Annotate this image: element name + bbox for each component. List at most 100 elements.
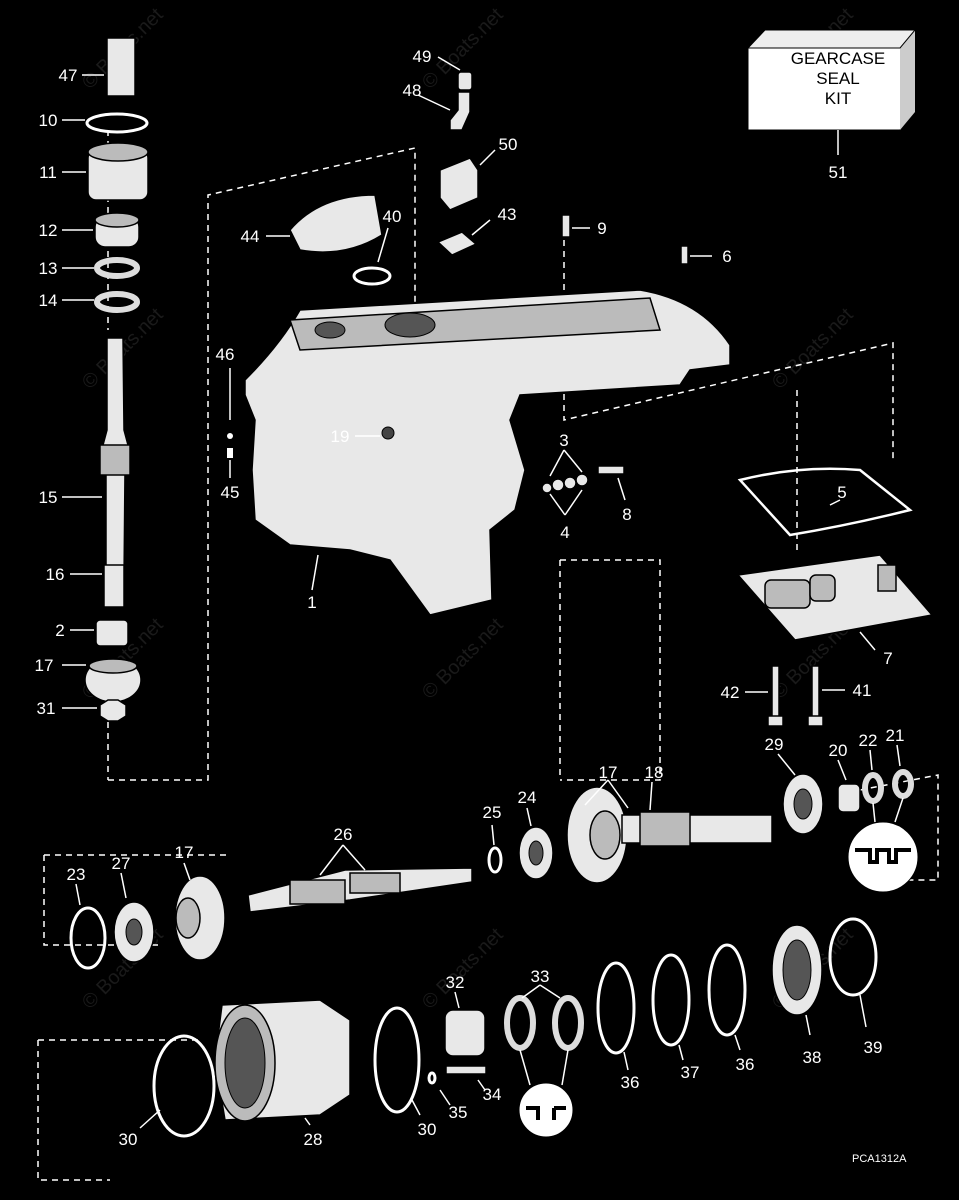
callout-5: 5 xyxy=(837,483,846,502)
part-8-screw xyxy=(597,465,625,475)
part-44-cover xyxy=(289,194,383,253)
callout-46: 46 xyxy=(216,345,235,364)
kit-line-2: SEAL xyxy=(816,69,859,88)
callout-35: 35 xyxy=(449,1103,468,1122)
callout-39: 39 xyxy=(864,1038,883,1057)
part-35-washer xyxy=(427,1071,437,1085)
callout-23: 23 xyxy=(67,865,86,884)
part-23-ring xyxy=(69,906,107,970)
part-22-seal xyxy=(862,772,884,804)
callout-41: 41 xyxy=(853,681,872,700)
callout-38: 38 xyxy=(803,1048,822,1067)
callout-6: 6 xyxy=(722,247,731,266)
callout-9: 9 xyxy=(597,219,606,238)
callout-10: 10 xyxy=(39,111,58,130)
fasteners: 3 4 8 xyxy=(541,431,632,542)
callout-43: 43 xyxy=(498,205,517,224)
callout-11: 11 xyxy=(39,163,57,182)
watermark: © Boats.net xyxy=(768,304,858,394)
callout-17-forward: 17 xyxy=(599,763,618,782)
callout-7: 7 xyxy=(883,649,892,668)
callout-30-left: 30 xyxy=(119,1130,138,1149)
callout-16: 16 xyxy=(46,565,65,584)
callout-51: 51 xyxy=(829,163,848,182)
callout-12: 12 xyxy=(39,221,58,240)
propshaft-row: 29 20 22 21 17 18 24 2 xyxy=(67,726,919,970)
part-14-seal xyxy=(94,291,140,313)
callout-14: 14 xyxy=(39,291,58,310)
part-30-o-ring-right xyxy=(373,1006,421,1114)
driveshaft-stack: 47 10 11 12 13 14 15 16 2 xyxy=(35,37,149,722)
callout-26: 26 xyxy=(334,825,353,844)
callout-27: 27 xyxy=(112,854,131,873)
part-43-plate xyxy=(436,231,478,256)
callout-34: 34 xyxy=(483,1085,502,1104)
callout-4: 4 xyxy=(560,523,569,542)
diagram-code: PCA1312A xyxy=(852,1153,907,1165)
callout-50: 50 xyxy=(499,135,518,154)
kit-line-1: GEARCASE xyxy=(791,49,885,68)
gearcase-housing: 19 1 46 45 xyxy=(216,289,731,616)
callout-2: 2 xyxy=(55,621,64,640)
gearcase-seal-kit-box: GEARCASE SEAL KIT 51 xyxy=(746,29,917,182)
part-33-seal-a xyxy=(504,995,536,1051)
callout-17-reverse: 17 xyxy=(175,843,194,862)
part-49-cap xyxy=(457,71,473,91)
part-21-seal xyxy=(892,769,914,799)
callout-45: 45 xyxy=(221,483,240,502)
part-31-nut xyxy=(99,699,127,722)
part-2-bearing xyxy=(95,619,129,647)
callout-49: 49 xyxy=(413,47,432,66)
callout-29: 29 xyxy=(765,735,784,754)
part-42-bolt xyxy=(771,665,780,722)
callout-21: 21 xyxy=(886,726,905,745)
part-40-o-ring xyxy=(352,266,392,286)
part-33-seal-b xyxy=(552,995,584,1051)
side-plate-assembly: 5 7 42 41 xyxy=(721,467,934,727)
callout-44: 44 xyxy=(241,227,260,246)
callout-40: 40 xyxy=(383,207,402,226)
callout-13: 13 xyxy=(39,259,58,278)
watermark: © Boats.net xyxy=(418,614,508,704)
callout-15: 15 xyxy=(39,488,58,507)
callout-48: 48 xyxy=(403,81,422,100)
callout-19: 19 xyxy=(331,427,350,446)
part-32-needle-bearing xyxy=(444,1009,486,1057)
part-30-o-ring-left xyxy=(152,1034,216,1138)
callout-37: 37 xyxy=(681,1063,700,1082)
callout-22: 22 xyxy=(859,731,878,750)
callout-24: 24 xyxy=(518,788,537,807)
callout-42: 42 xyxy=(721,683,740,702)
part-50-grommet xyxy=(439,157,479,211)
part-13-seal xyxy=(94,257,140,279)
part-36-shim-right xyxy=(707,943,747,1037)
part-47-sleeve xyxy=(106,37,136,97)
callout-36-right: 36 xyxy=(736,1055,755,1074)
part-41-bolt xyxy=(811,665,820,722)
bearing-carrier-row: 30 28 30 32 33 34 35 36 xyxy=(119,917,883,1149)
part-20-bearing xyxy=(837,783,861,813)
seal-orientation-icon-2 xyxy=(518,1082,574,1138)
callout-25: 25 xyxy=(483,803,502,822)
callout-3: 3 xyxy=(559,431,568,450)
part-39-ring xyxy=(828,917,878,997)
part-10-o-ring xyxy=(85,112,149,134)
part-5-gasket xyxy=(737,467,913,537)
callout-20: 20 xyxy=(829,741,848,760)
part-25-ring xyxy=(487,846,503,874)
callout-32: 32 xyxy=(446,973,465,992)
part-37-ring xyxy=(651,953,691,1047)
part-34-screw xyxy=(445,1065,487,1075)
part-9-screw xyxy=(561,214,571,238)
callout-31: 31 xyxy=(37,699,56,718)
kit-line-3: KIT xyxy=(825,89,851,108)
top-parts: 49 48 50 43 44 40 9 6 xyxy=(241,47,732,286)
watermark: © Boats.net xyxy=(418,924,508,1014)
callout-36-left: 36 xyxy=(621,1073,640,1092)
seal-orientation-icon xyxy=(847,821,919,893)
callout-18: 18 xyxy=(645,763,664,782)
part-48-hose xyxy=(449,91,471,131)
part-1-gearcase xyxy=(244,289,731,616)
